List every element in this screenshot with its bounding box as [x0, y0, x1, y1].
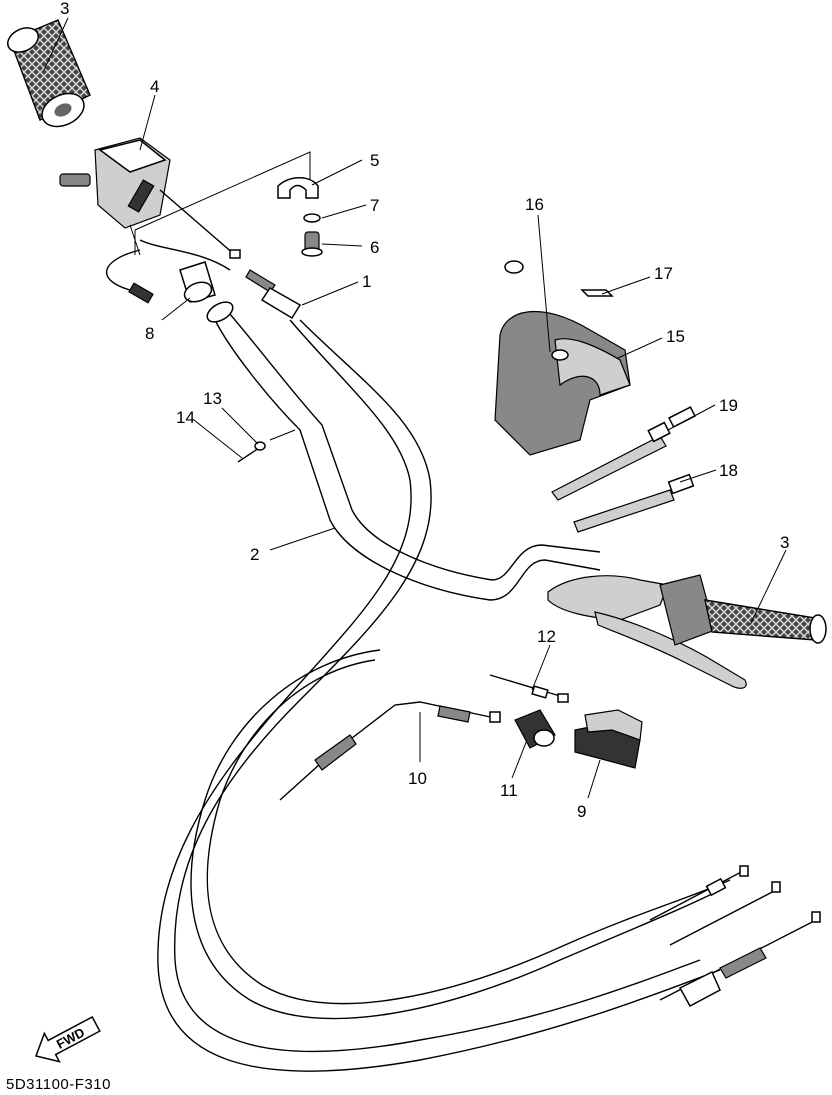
callout-6: 6	[370, 238, 379, 257]
callout-19: 19	[719, 396, 738, 415]
cable-10	[279, 701, 501, 801]
left-grip	[7, 19, 91, 128]
plug	[504, 260, 524, 274]
cover	[494, 310, 631, 456]
adjuster	[514, 709, 556, 749]
fwd-arrow: FWD	[34, 1015, 101, 1063]
callout-10: 10	[408, 769, 427, 788]
callout-7: 7	[370, 196, 379, 215]
callout-9: 9	[577, 802, 586, 821]
callout-12: 12	[537, 627, 556, 646]
cable-band-19	[551, 406, 696, 501]
fwd-label: FWD	[54, 1025, 87, 1052]
callout-15: 15	[666, 327, 685, 346]
callout-16: 16	[525, 195, 544, 214]
cable-ends-lower-right	[649, 865, 821, 1008]
handlebar	[206, 301, 601, 601]
cable-1-fitting	[159, 189, 302, 320]
callout-11: 11	[500, 781, 518, 800]
diagram-code: 5D31100-F310	[6, 1076, 111, 1093]
callout-2: 2	[250, 545, 259, 564]
callout-14: 14	[176, 408, 195, 427]
bolt	[301, 231, 323, 257]
collar	[179, 261, 216, 303]
washer	[303, 213, 321, 223]
callout-3-left: 3	[60, 0, 69, 18]
throttle-cable-loops	[106, 239, 731, 1072]
callout-8: 8	[145, 324, 154, 343]
callout-4: 4	[150, 77, 159, 96]
callout-17: 17	[654, 264, 673, 283]
callout-labels: 3 4 5 7 6 1 8 13 14 2 16 17 15 19 18 3 1…	[60, 0, 789, 821]
leader-lines	[43, 17, 787, 799]
callout-18: 18	[719, 461, 738, 480]
clamp	[277, 177, 319, 199]
callout-3-right: 3	[780, 533, 789, 552]
callout-1: 1	[362, 272, 371, 291]
throttle-housing	[59, 137, 171, 304]
right-grip	[547, 574, 827, 689]
lever-holder	[574, 709, 643, 769]
pin-and-ring	[237, 429, 296, 463]
callout-5: 5	[370, 151, 379, 170]
callout-13: 13	[203, 389, 222, 408]
cable-12	[489, 674, 569, 703]
label-sticker	[580, 289, 614, 297]
